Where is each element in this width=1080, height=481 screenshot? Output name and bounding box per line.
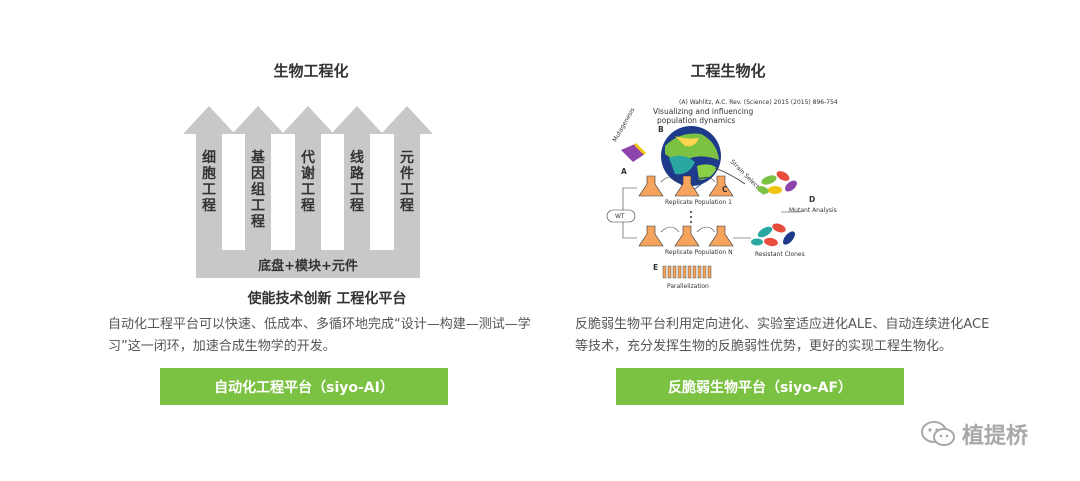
wt-arrow-down bbox=[622, 222, 637, 239]
fig-mutant-analysis: Mutant Analysis bbox=[789, 207, 837, 214]
wechat-icon bbox=[921, 421, 955, 446]
arrow-label-genome-engineering: 基因组工程 bbox=[251, 150, 265, 230]
watermark: 植提桥 bbox=[920, 418, 1028, 450]
fig-panel-c: C bbox=[722, 185, 728, 194]
fig-mutagenesis: Mutagenesis bbox=[611, 107, 636, 143]
parallel-tubes bbox=[662, 265, 712, 279]
fig-panel-b: B bbox=[658, 125, 664, 134]
bioengineering-arrows-diagram bbox=[183, 106, 433, 278]
wt-box bbox=[606, 209, 636, 223]
right-heading: 工程生物化 bbox=[690, 62, 766, 80]
ellipsis-dots bbox=[690, 211, 692, 223]
left-subtitle: 使能技术创新 工程化平台 bbox=[247, 291, 407, 307]
arrow-shape-5 bbox=[381, 106, 433, 250]
fig-panel-d: D bbox=[809, 195, 815, 204]
fig-replicate-1: Replicate Population 1 bbox=[665, 199, 732, 206]
arrow-label-part-engineering: 元件工程 bbox=[400, 150, 414, 214]
arrows-base-block bbox=[196, 250, 420, 278]
flask-row-2 bbox=[638, 225, 751, 247]
arrow-shape-3 bbox=[282, 106, 334, 250]
left-heading: 生物工程化 bbox=[273, 62, 349, 80]
siyo-ai-button[interactable]: 自动化工程平台（siyo-AI） bbox=[160, 368, 448, 405]
wt-arrow-up bbox=[622, 187, 637, 210]
flask-row-1 bbox=[638, 175, 734, 197]
fig-panel-b-title-2: population dynamics bbox=[657, 116, 735, 125]
arrow-shape-4 bbox=[331, 106, 383, 250]
cells-bottom bbox=[751, 223, 795, 247]
strain-arrow bbox=[714, 167, 746, 185]
fig-replicate-n: Replicate Population N bbox=[665, 249, 733, 256]
left-description: 自动化工程平台可以快速、低成本、多循环地完成“设计—构建—测试—学习”这一闭环，… bbox=[108, 317, 531, 354]
mutagenesis-tube bbox=[621, 142, 647, 162]
cells-top bbox=[757, 171, 797, 194]
arrow-label-metabolic-engineering: 代谢工程 bbox=[301, 150, 315, 214]
ale-figure: (A) Wahlitz, A.C. Rev. (Science) 2015 (2… bbox=[606, 99, 838, 290]
right-description: 反脆弱生物平台利用定向进化、实验室适应进化ALE、自动连续进化ACE等技术，充分… bbox=[575, 317, 990, 354]
fig-parallelization: Parallelization bbox=[667, 283, 709, 290]
fig-panel-b-title-1: Visualizing and influencing bbox=[653, 107, 754, 116]
fig-panel-a: A bbox=[621, 167, 627, 176]
fig-panel-e: E bbox=[653, 263, 658, 272]
arrow-shape-2 bbox=[232, 106, 284, 250]
arrow-shape-1 bbox=[183, 106, 235, 250]
siyo-af-button[interactable]: 反脆弱生物平台（siyo-AF） bbox=[616, 368, 904, 405]
base-label: 底盘+模块+元件 bbox=[258, 259, 358, 274]
population-globe bbox=[661, 126, 721, 193]
watermark-text: 植提桥 bbox=[962, 424, 1029, 449]
fig-wt: WT bbox=[615, 213, 625, 220]
fig-citation: (A) Wahlitz, A.C. Rev. (Science) 2015 (2… bbox=[679, 99, 838, 106]
arrow-label-cell-engineering: 细胞工程 bbox=[202, 150, 216, 214]
fig-resistant: Resistant Clones bbox=[755, 251, 805, 258]
arrow-label-circuit-engineering: 线路工程 bbox=[350, 150, 364, 214]
